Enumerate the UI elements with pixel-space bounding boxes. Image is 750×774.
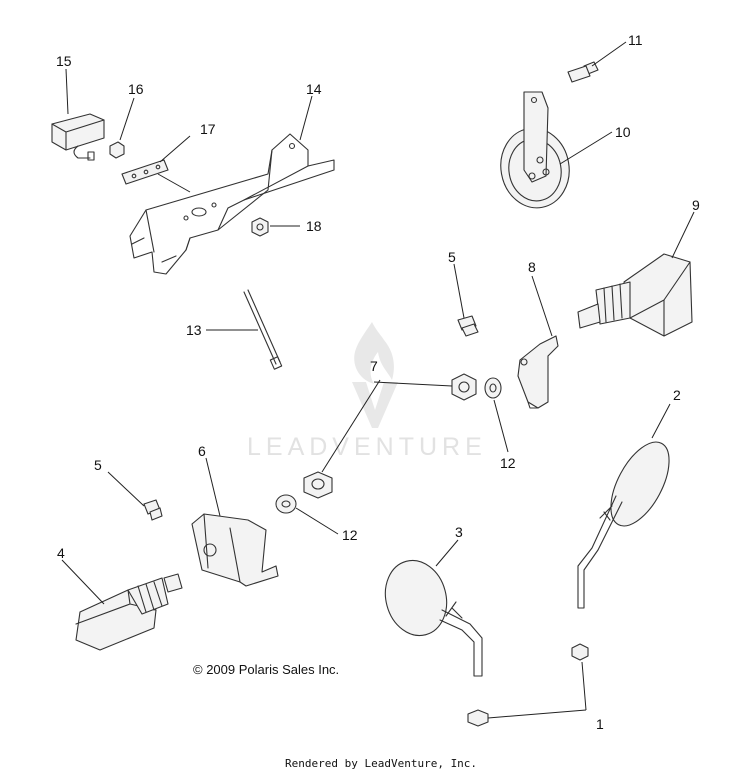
part-11-bolt <box>567 61 599 83</box>
callout-17: 17 <box>200 121 216 137</box>
part-4-turn-signal <box>75 573 183 651</box>
callout-3: 3 <box>455 524 463 540</box>
callout-18: 18 <box>306 218 322 234</box>
part-8-bracket <box>517 335 559 409</box>
part-10-horn <box>500 91 570 209</box>
part-3-mirror <box>384 559 483 677</box>
callout-10: 10 <box>615 124 631 140</box>
part-12-washer-upper <box>484 377 502 399</box>
callout-6: 6 <box>198 443 206 459</box>
callout-14: 14 <box>306 81 322 97</box>
part-17-plate <box>121 159 169 185</box>
callout-1: 1 <box>596 716 604 732</box>
callout-15: 15 <box>56 53 72 69</box>
callout-5-upper: 5 <box>448 249 456 265</box>
callout-12-lower: 12 <box>342 527 358 543</box>
callout-8: 8 <box>528 259 536 275</box>
callout-13: 13 <box>186 322 202 338</box>
callout-9: 9 <box>692 197 700 213</box>
callout-2: 2 <box>673 387 681 403</box>
part-14-bracket <box>129 133 335 275</box>
part-16-nut <box>109 141 125 159</box>
callout-5-lower: 5 <box>94 457 102 473</box>
render-footer: Rendered by LeadVenture, Inc. <box>285 757 477 770</box>
part-6-bracket <box>191 513 279 587</box>
leadventure-watermark: LEADVENTURE <box>247 322 487 461</box>
callout-11: 11 <box>628 32 643 48</box>
callout-labels: 15 16 14 17 18 13 11 10 9 5 8 7 12 2 5 6… <box>56 32 700 732</box>
part-18-nut <box>251 217 269 237</box>
part-5-bolt-lower <box>143 499 163 521</box>
part-7-nut-lower <box>303 471 333 499</box>
callout-12-upper: 12 <box>500 455 516 471</box>
part-1-nut <box>467 643 589 727</box>
part-15-module <box>51 113 105 161</box>
callout-7: 7 <box>370 358 378 374</box>
part-7-nut-upper <box>451 373 477 401</box>
flame-logo-icon <box>352 322 398 428</box>
copyright-notice: © 2009 Polaris Sales Inc. <box>193 662 339 677</box>
part-2-mirror <box>577 441 670 609</box>
watermark-text: LEADVENTURE <box>247 433 487 461</box>
callout-16: 16 <box>128 81 144 97</box>
part-13-cable-tie <box>243 289 283 370</box>
callout-4: 4 <box>57 545 65 561</box>
part-12-washer-lower <box>275 494 297 514</box>
part-9-turn-signal <box>577 253 693 337</box>
part-5-bolt-upper <box>457 315 479 337</box>
leader-lines <box>61 41 695 719</box>
